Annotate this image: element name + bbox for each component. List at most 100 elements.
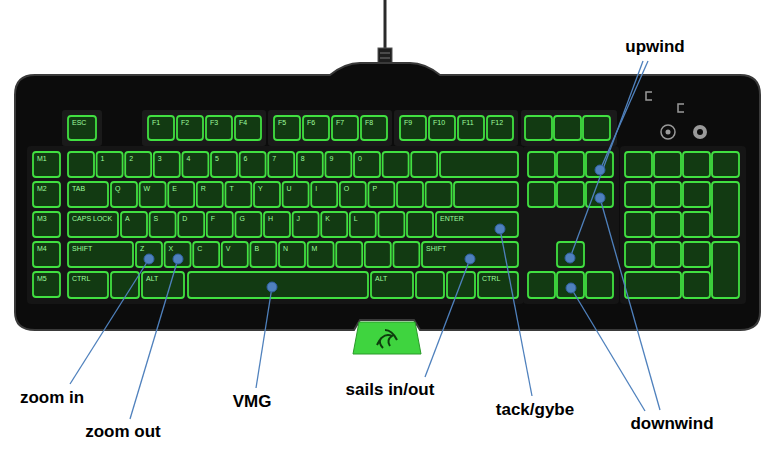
keycap xyxy=(397,182,423,207)
keycap xyxy=(325,152,351,177)
key-legend: F7 xyxy=(336,119,344,126)
pointer-dot xyxy=(566,283,576,293)
keycap xyxy=(625,212,652,237)
keycap xyxy=(111,182,137,207)
keycap xyxy=(683,182,710,207)
keycap xyxy=(250,242,276,267)
keycap xyxy=(557,242,584,267)
key-legend: E xyxy=(172,185,177,192)
key-legend: 3 xyxy=(158,155,162,162)
keycap xyxy=(625,242,652,267)
keycap xyxy=(68,116,96,140)
key-legend: G xyxy=(239,215,244,222)
key-caps xyxy=(33,116,739,298)
key-legend: F12 xyxy=(491,119,503,126)
callout-label: upwind xyxy=(625,37,684,57)
keycap xyxy=(125,152,151,177)
usb-cable xyxy=(384,0,387,50)
keycap xyxy=(254,182,280,207)
keycap xyxy=(525,116,552,140)
key-legend: V xyxy=(226,245,231,252)
connector-rib xyxy=(380,53,390,54)
keycap xyxy=(274,116,300,140)
keycap xyxy=(235,116,261,140)
keycap xyxy=(586,152,613,177)
keycap xyxy=(165,242,191,267)
keycap xyxy=(111,272,139,298)
leader-line xyxy=(600,61,648,170)
key-legend: SHIFT xyxy=(72,245,92,252)
nav-key-frame xyxy=(523,146,619,304)
key-legend: L xyxy=(354,215,358,222)
keycap xyxy=(447,272,475,298)
pointer-dot xyxy=(595,193,605,203)
key-legend: C xyxy=(197,245,202,252)
main-key-frame xyxy=(27,146,524,304)
status-icon xyxy=(646,92,652,100)
pointer-dot xyxy=(267,282,277,292)
key-group-frame xyxy=(142,110,266,146)
key-legend: H xyxy=(268,215,273,222)
key-legend: ENTER xyxy=(440,215,464,222)
key-legend: F4 xyxy=(239,119,247,126)
keycap xyxy=(33,212,60,237)
keycap xyxy=(586,272,613,298)
key-group-frame xyxy=(521,110,617,146)
key-legend: P xyxy=(372,185,377,192)
keycap xyxy=(211,152,237,177)
key-legend: CAPS LOCK xyxy=(72,215,112,222)
key-legend: M5 xyxy=(37,275,47,282)
callout-label: VMG xyxy=(233,392,272,412)
callout-label: zoom in xyxy=(20,388,84,408)
numpad-frame xyxy=(620,146,746,304)
key-legend: F11 xyxy=(462,119,474,126)
keycap xyxy=(557,272,584,298)
keycap xyxy=(654,242,681,267)
keycap xyxy=(371,272,413,298)
keycap xyxy=(297,152,323,177)
key-legend: F5 xyxy=(278,119,286,126)
media-icon xyxy=(693,125,707,139)
pointer-dot xyxy=(465,254,475,264)
key-legend: 9 xyxy=(329,155,333,162)
keycap xyxy=(182,152,208,177)
key-legend: F3 xyxy=(210,119,218,126)
key-legend: A xyxy=(125,215,130,222)
pointer-dot xyxy=(173,254,183,264)
keycap xyxy=(458,116,484,140)
keycap xyxy=(148,116,174,140)
callout-label: sails in/out xyxy=(346,380,435,400)
callout-label: tack/gybe xyxy=(496,400,574,420)
leader-line xyxy=(570,61,643,258)
razer-logo xyxy=(377,330,397,348)
keycap xyxy=(354,152,380,177)
keycap xyxy=(193,242,219,267)
keycap xyxy=(712,242,739,298)
leader-line xyxy=(256,287,272,388)
pointer-dot xyxy=(595,165,605,175)
keycap xyxy=(554,116,581,140)
media-icon xyxy=(697,129,703,135)
keycap xyxy=(303,116,329,140)
keycap xyxy=(416,272,444,298)
key-legend: M4 xyxy=(37,245,47,252)
logo-tab xyxy=(353,322,421,354)
key-legend: 5 xyxy=(215,155,219,162)
keycap xyxy=(340,182,366,207)
key-legend: 2 xyxy=(129,155,133,162)
keycap xyxy=(68,242,133,267)
keycap xyxy=(293,212,319,237)
keycap xyxy=(407,212,433,237)
keycap xyxy=(625,152,652,177)
leader-line xyxy=(600,198,660,410)
key-legend: ALT xyxy=(375,275,387,282)
keycap xyxy=(361,116,387,140)
keycap xyxy=(33,242,60,267)
keycap xyxy=(154,152,180,177)
keycap xyxy=(332,116,358,140)
key-legend: W xyxy=(144,185,151,192)
keyboard-body xyxy=(15,63,760,330)
leader-line xyxy=(425,259,470,377)
callout-label: downwind xyxy=(630,414,713,434)
